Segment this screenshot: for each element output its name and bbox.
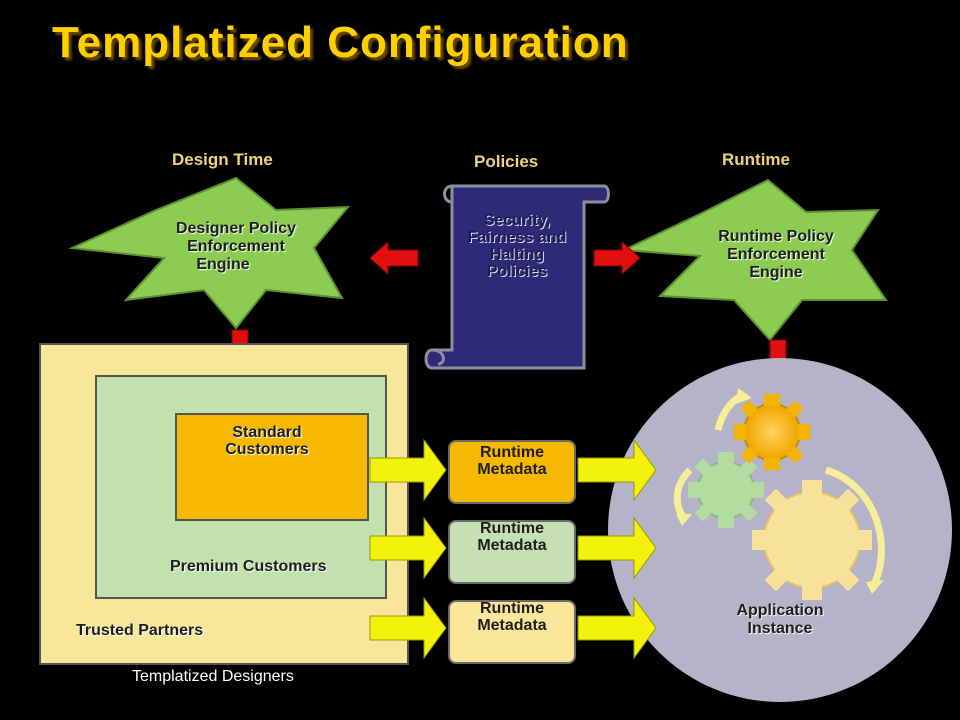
gear-icon xyxy=(734,394,810,470)
curved-arrow-head xyxy=(676,514,692,526)
arrow-metadata3-to-app xyxy=(577,596,657,660)
arrow-standard-to-metadata xyxy=(369,438,447,502)
standard-line: Customers xyxy=(225,441,309,458)
gear-icon xyxy=(688,452,764,528)
metadata-line: Runtime xyxy=(480,520,544,537)
standard-line: Standard xyxy=(232,424,302,441)
page-title: Templatized Configuration xyxy=(52,18,629,67)
runtime-engine-line: Engine xyxy=(749,264,803,281)
designer-engine-line: Engine xyxy=(196,256,250,273)
templatized-designers-label: Templatized Designers xyxy=(132,668,294,685)
runtime-engine-line: Enforcement xyxy=(727,246,825,263)
runtime-engine-line: Runtime Policy xyxy=(718,228,834,245)
runtime-metadata-box: Runtime Metadata xyxy=(448,520,576,584)
runtime-header: Runtime xyxy=(722,150,790,169)
arrow-policies-to-designer xyxy=(369,240,419,276)
runtime-metadata-box: Runtime Metadata xyxy=(448,600,576,664)
scroll-line: Security, xyxy=(483,212,551,229)
designer-engine-label: Designer Policy Enforcement Engine xyxy=(136,220,336,274)
metadata-line: Runtime xyxy=(480,444,544,461)
designer-engine-line: Enforcement xyxy=(187,238,285,255)
runtime-metadata-box: Runtime Metadata xyxy=(448,440,576,504)
scroll-line: Halting xyxy=(489,246,545,263)
arrow-trusted-to-metadata xyxy=(369,596,447,660)
scroll-line: Fairness and xyxy=(467,229,567,246)
app-instance-line: Application xyxy=(736,602,824,619)
curved-arrow-head xyxy=(866,580,884,594)
designer-engine-star xyxy=(68,176,351,330)
arrow-policies-to-runtime xyxy=(593,240,641,276)
gear-icon xyxy=(752,480,872,600)
policies-scroll xyxy=(424,184,610,370)
runtime-engine-label: Runtime Policy Enforcement Engine xyxy=(676,228,876,282)
trusted-partners-label: Trusted Partners xyxy=(76,622,204,639)
design-time-header: Design Time xyxy=(172,150,273,169)
app-instance-line: Instance xyxy=(747,620,813,637)
policies-header: Policies xyxy=(474,152,539,171)
premium-customers-label: Premium Customers xyxy=(170,558,327,575)
standard-customers-label: Standard Customers xyxy=(212,424,322,458)
arrow-metadata2-to-app xyxy=(577,516,657,580)
policies-scroll-label: Security, Fairness and Halting Policies xyxy=(452,212,582,280)
metadata-line: Metadata xyxy=(477,537,547,554)
metadata-line: Metadata xyxy=(477,617,547,634)
arrow-premium-to-metadata xyxy=(369,516,447,580)
standard-customers-box xyxy=(175,413,369,521)
arrow-metadata1-to-app xyxy=(577,438,657,502)
application-instance-label: Application Instance xyxy=(710,602,850,638)
metadata-line: Metadata xyxy=(477,461,547,478)
scroll-line: Policies xyxy=(486,263,548,280)
designer-engine-line: Designer Policy xyxy=(175,220,297,237)
metadata-line: Runtime xyxy=(480,600,544,617)
curved-arrow-head xyxy=(736,388,752,404)
